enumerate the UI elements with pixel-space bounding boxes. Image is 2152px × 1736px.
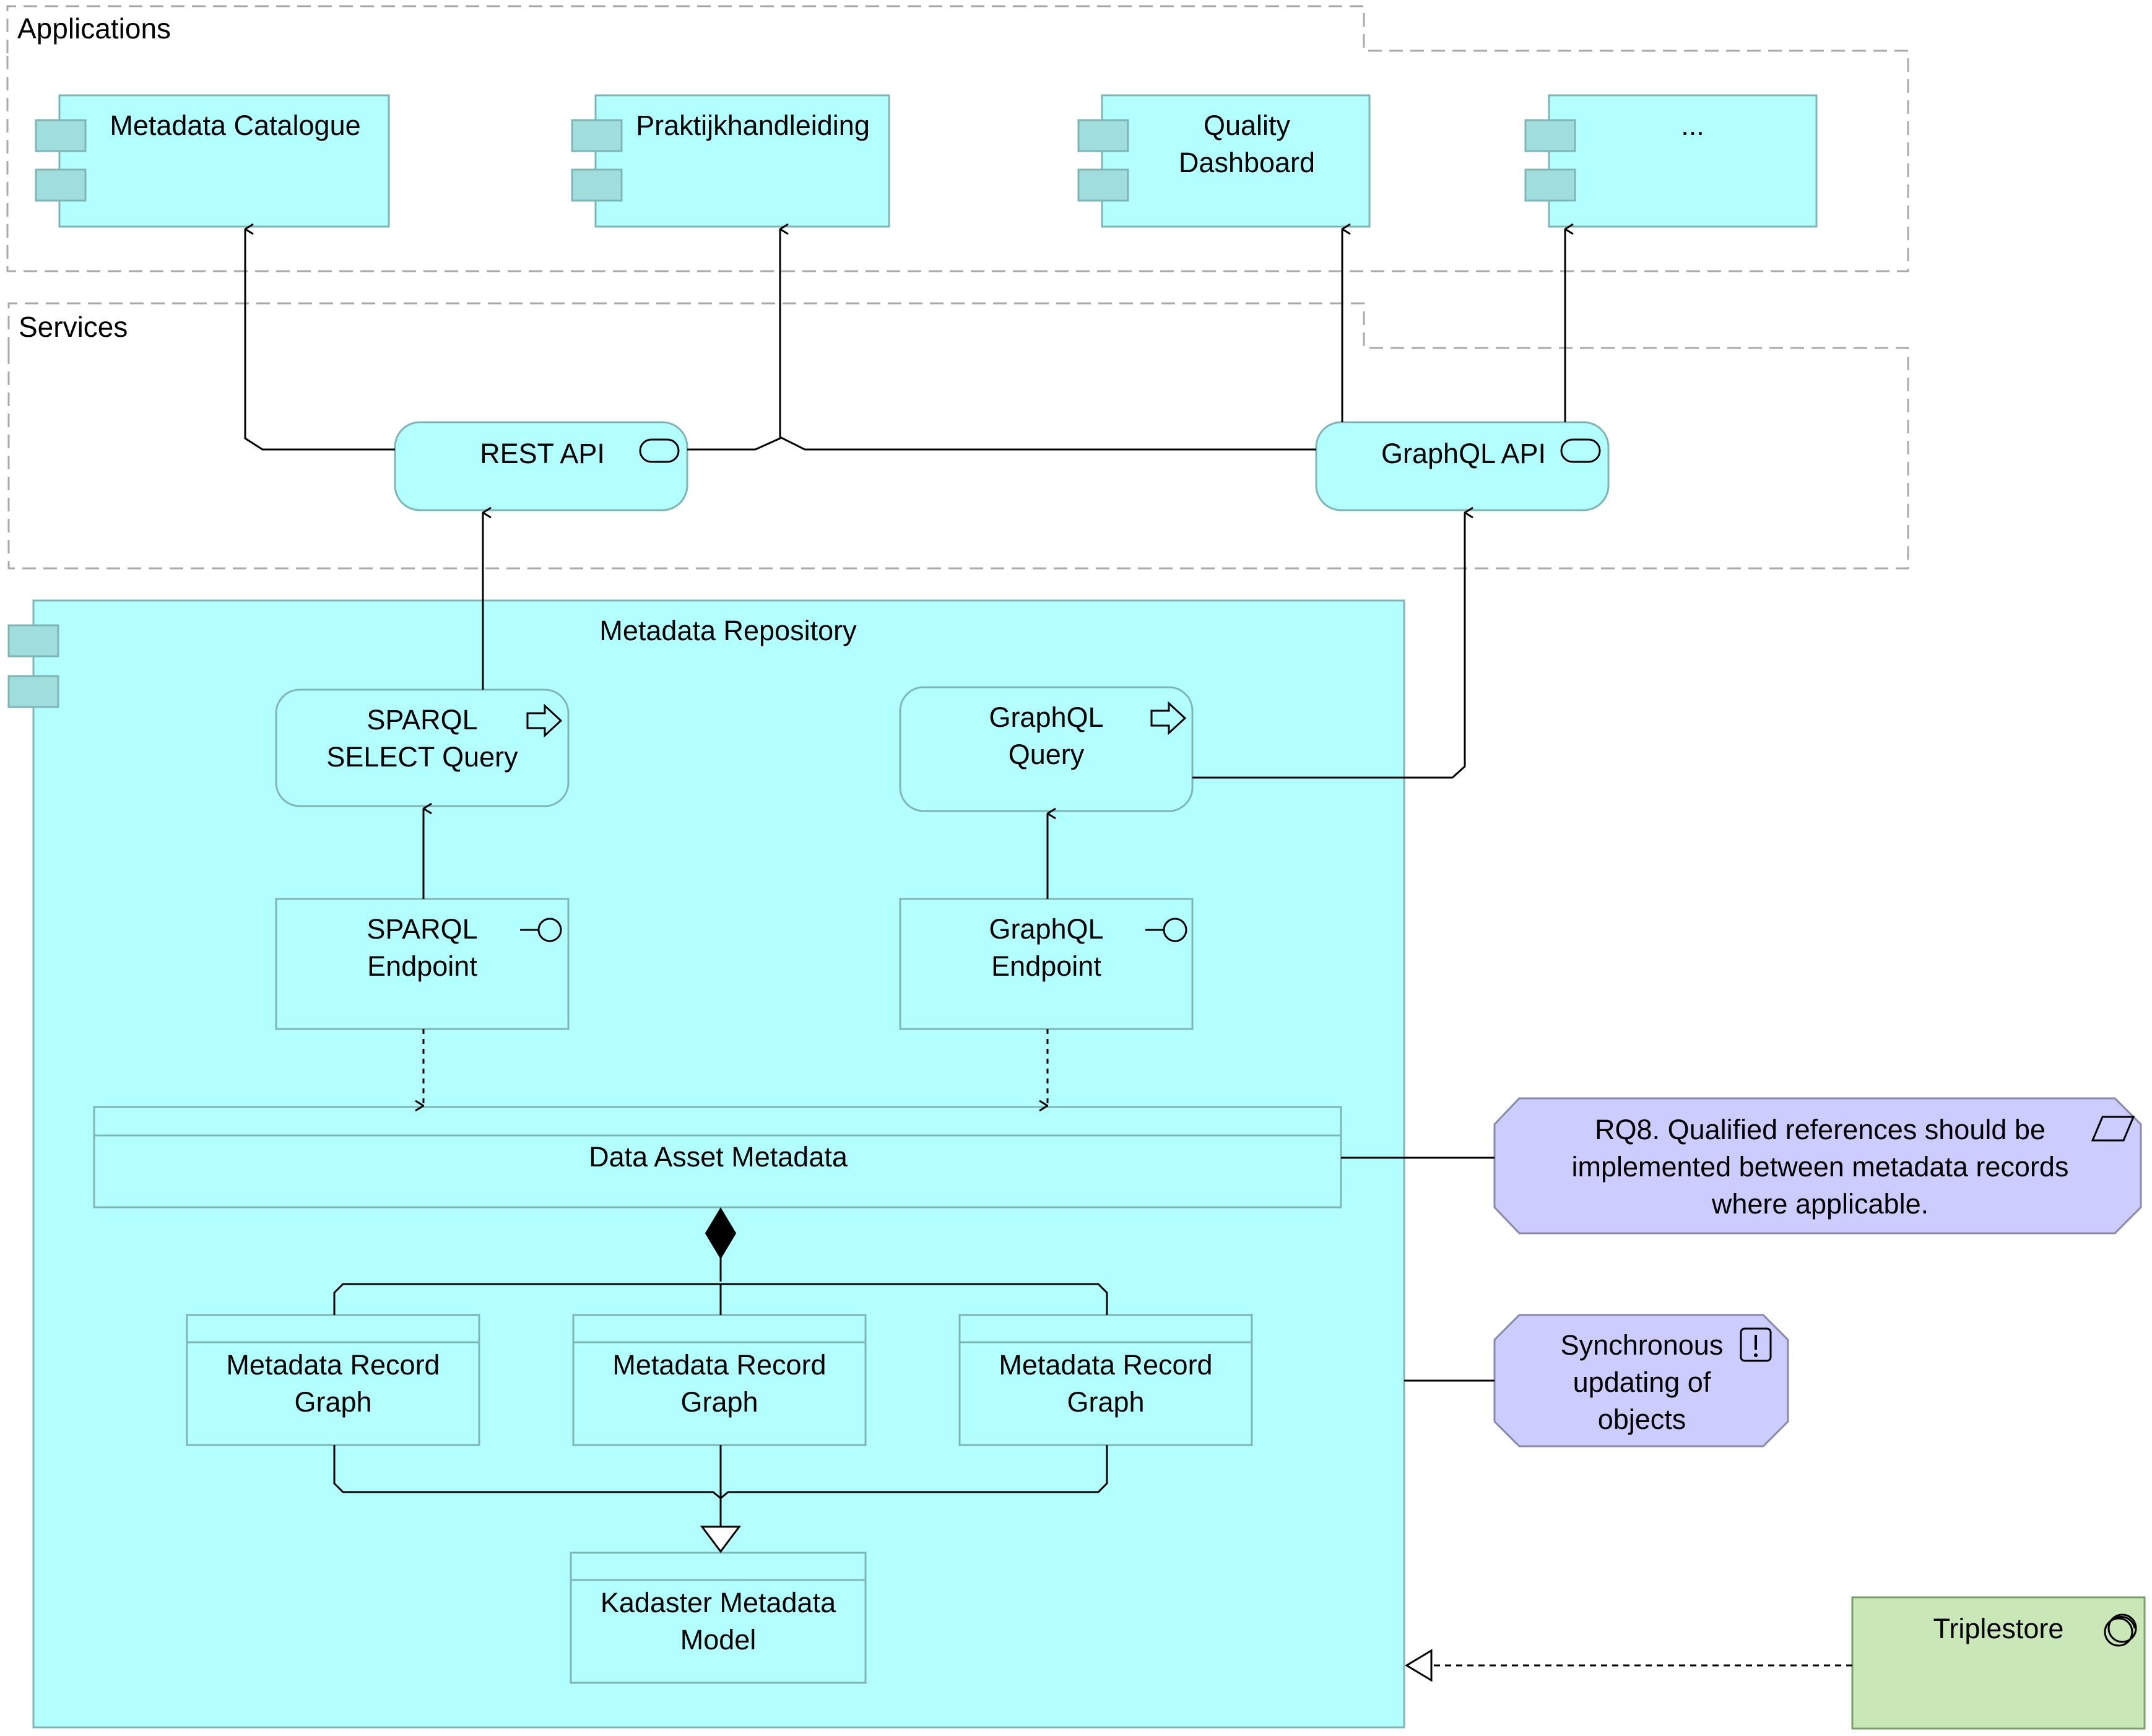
composition-diamond (705, 1207, 737, 1259)
sparql-select-query-line-1: SPARQL (367, 704, 477, 736)
record-graph-2-line-1: Metadata Record (612, 1349, 826, 1381)
metadata-repository-title: Metadata Repository (599, 615, 857, 646)
service-rest-api[interactable]: REST API (394, 421, 688, 511)
component-icon (7, 624, 59, 708)
graphql-query-line-1: GraphQL (989, 701, 1103, 733)
sparql-endpoint-line-2: Endpoint (367, 950, 477, 982)
sync-line-1: Synchronous (1561, 1329, 1724, 1361)
graphql-endpoint-line-1: GraphQL (989, 913, 1103, 945)
data-object-data-asset-metadata[interactable]: Data Asset Metadata (93, 1106, 1342, 1209)
app-metadata-catalogue-label: Metadata Catalogue (110, 110, 360, 141)
data-object-kadaster-metadata-model[interactable]: Kadaster Metadata Model (570, 1552, 867, 1684)
constraint-synchronous-updating[interactable]: Synchronous updating of objects (1493, 1314, 1789, 1447)
service-graphql-api[interactable]: GraphQL API (1315, 421, 1610, 511)
interface-icon (520, 918, 562, 942)
app-praktijkhandleiding[interactable]: Praktijkhandleiding (571, 94, 890, 228)
composition-lines[interactable] (333, 1257, 1108, 1315)
service-graphql-api-label: GraphQL API (1381, 438, 1546, 469)
data-object-record-graph-1[interactable]: Metadata Record Graph (186, 1314, 480, 1446)
system-software-icon (2104, 1613, 2137, 1647)
constraint-icon (1740, 1327, 1772, 1362)
sparql-select-query-line-2: SELECT Query (326, 741, 518, 773)
graphql-endpoint-line-2: Endpoint (991, 950, 1101, 982)
serving-graphql-query-to-graphql-api[interactable] (1192, 513, 1465, 779)
specialization-triangle (700, 1526, 741, 1553)
sparql-endpoint-line-1: SPARQL (367, 913, 477, 945)
app-quality-dashboard-label-line-1: Quality (1204, 110, 1291, 141)
component-icon (1077, 119, 1129, 202)
app-praktijkhandleiding-label: Praktijkhandleiding (636, 110, 870, 141)
data-asset-metadata-label: Data Asset Metadata (589, 1141, 848, 1173)
services-group-label: Services (19, 311, 128, 343)
service-icon (1560, 438, 1601, 463)
service-rest-api-label: REST API (480, 438, 605, 469)
specialization-lines[interactable] (333, 1445, 1108, 1527)
serving-graphql-to-praktijk[interactable] (779, 436, 1316, 451)
record-graph-3-line-2: Graph (1067, 1386, 1144, 1418)
interface-graphql-endpoint[interactable]: GraphQL Endpoint (899, 898, 1194, 1030)
services-group[interactable]: Services (7, 302, 1909, 570)
graphql-query-line-2: Query (1009, 739, 1085, 770)
rq8-line-2: implemented between metadata records (1572, 1151, 2069, 1183)
interface-sparql-endpoint[interactable]: SPARQL Endpoint (275, 898, 570, 1030)
requirement-rq8[interactable]: RQ8. Qualified references should be impl… (1493, 1097, 2142, 1235)
connectors (244, 229, 1852, 1667)
serving-rest-to-catalogue[interactable] (244, 229, 395, 451)
process-sparql-select-query[interactable]: SPARQL SELECT Query (275, 688, 570, 807)
app-quality-dashboard-label-line-2: Dashboard (1179, 147, 1315, 178)
record-graph-1-line-2: Graph (294, 1386, 371, 1418)
requirement-icon (2091, 1116, 2135, 1142)
sync-line-2: updating of (1573, 1366, 1711, 1398)
applications-group[interactable]: Applications (6, 5, 1909, 272)
record-graph-3-line-1: Metadata Record (999, 1349, 1212, 1381)
component-icon (1524, 119, 1576, 202)
process-arrow-icon (1150, 701, 1187, 736)
process-arrow-icon (526, 703, 563, 738)
serving-rest-to-praktijk[interactable] (687, 229, 780, 451)
realization-triangle (1405, 1649, 1433, 1682)
app-more-label: ... (1681, 110, 1704, 141)
rq8-line-3: where applicable. (1711, 1188, 1929, 1220)
kadaster-model-line-2: Model (680, 1624, 757, 1656)
rq8-line-1: RQ8. Qualified references should be (1595, 1114, 2046, 1145)
component-icon (35, 119, 87, 202)
process-graphql-query[interactable]: GraphQL Query (899, 686, 1194, 812)
sync-line-3: objects (1598, 1404, 1686, 1435)
record-graph-2-line-2: Graph (680, 1386, 758, 1418)
data-object-record-graph-2[interactable]: Metadata Record Graph (572, 1314, 867, 1446)
component-icon (571, 119, 623, 202)
system-software-triplestore[interactable]: Triplestore (1851, 1596, 2146, 1730)
kadaster-model-line-1: Kadaster Metadata (601, 1587, 836, 1618)
app-metadata-catalogue[interactable]: Metadata Catalogue (35, 94, 390, 228)
service-icon (639, 438, 680, 463)
app-quality-dashboard[interactable]: Quality Dashboard (1077, 94, 1371, 228)
triplestore-label: Triplestore (1933, 1613, 2064, 1644)
applications-group-label: Applications (17, 12, 171, 45)
interface-icon (1145, 918, 1187, 942)
app-more[interactable]: ... (1524, 94, 1818, 228)
data-object-record-graph-3[interactable]: Metadata Record Graph (958, 1314, 1253, 1446)
record-graph-1-line-1: Metadata Record (226, 1349, 440, 1381)
